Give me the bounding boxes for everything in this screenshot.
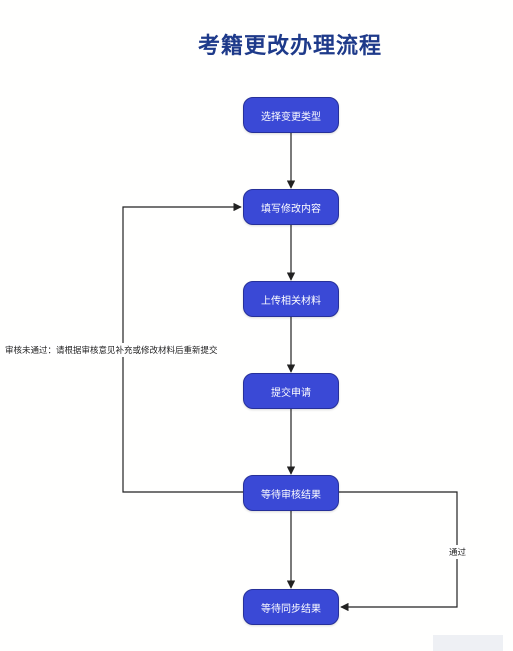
node-upload-materials: 上传相关材料 [243,281,339,317]
edge-n5-n6-pass [339,491,458,612]
page-title: 考籍更改办理流程 [197,34,382,59]
node-await-sync: 等待同步结果 [243,589,339,625]
node-select-change-type: 选择变更类型 [243,97,339,133]
node-fill-modify-content: 填写修改内容 [243,189,339,225]
corner-shade [433,635,503,651]
edge-label-pass: 通过 [447,545,469,559]
node-submit-application: 提交申请 [243,373,339,409]
edge-label-rejected: 审核未通过：请根据审核意见补充或修改材料后重新提交 [5,343,218,357]
node-await-review: 等待审核结果 [243,475,339,511]
